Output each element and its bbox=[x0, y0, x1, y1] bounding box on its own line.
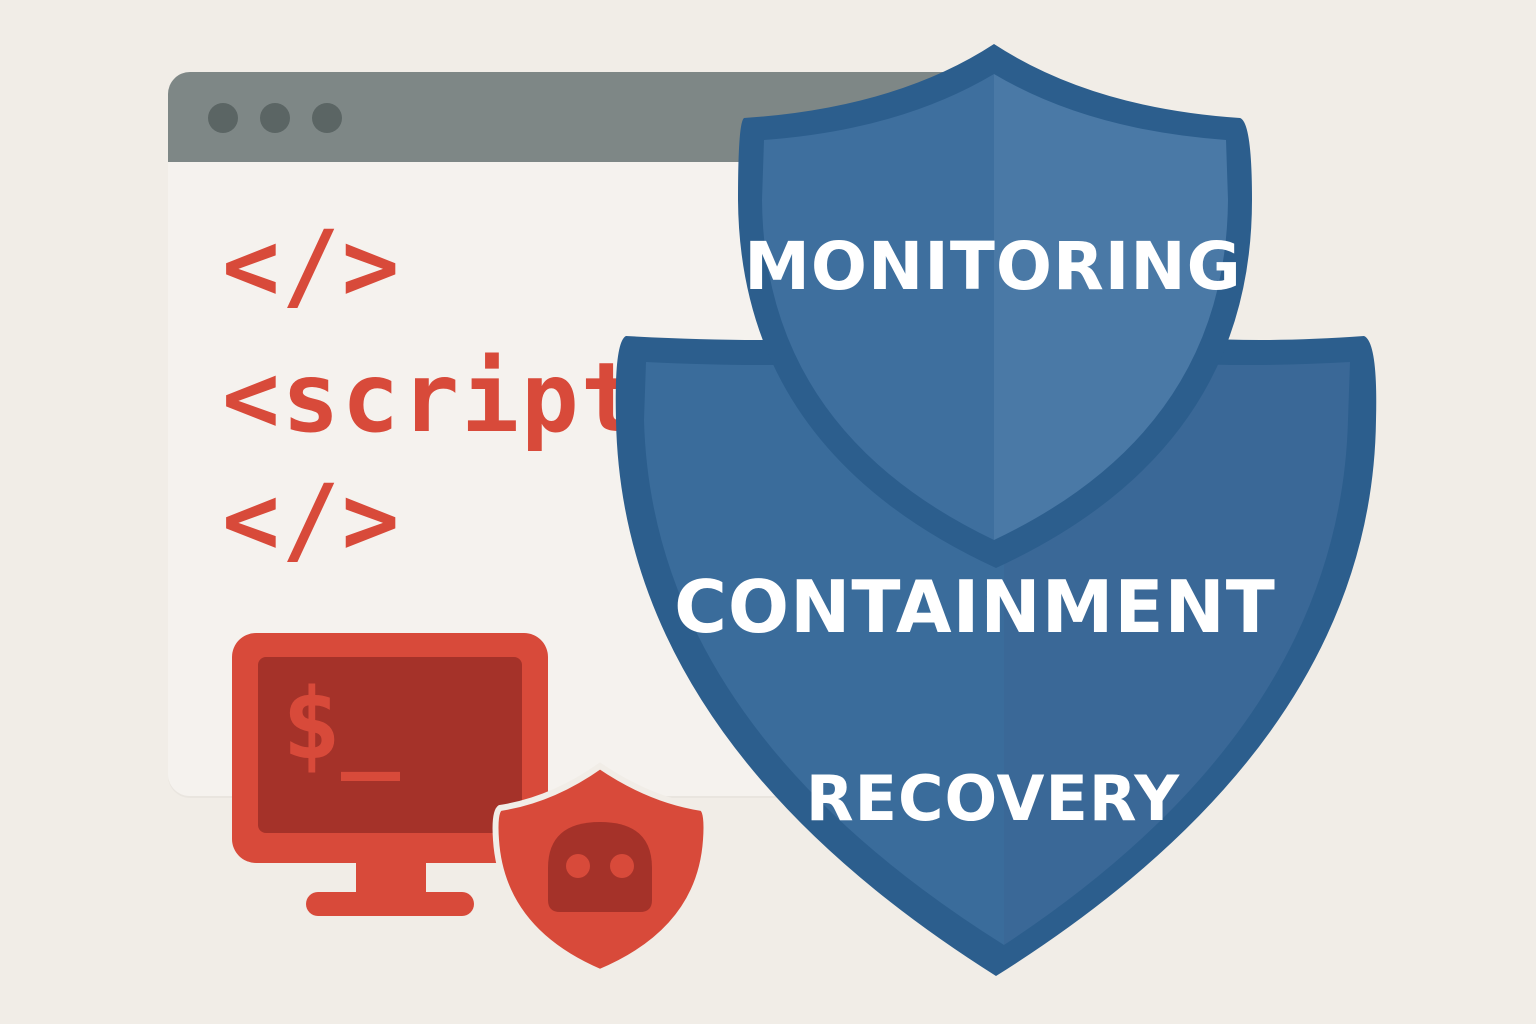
terminal-prompt: $_ bbox=[282, 668, 401, 782]
bot-shield-icon bbox=[492, 762, 710, 976]
recovery-label: RECOVERY bbox=[805, 762, 1181, 835]
computer-terminal-icon bbox=[232, 633, 548, 916]
window-dot-icon bbox=[208, 103, 238, 133]
monitoring-label: MONITORING bbox=[744, 228, 1242, 305]
window-dot-icon bbox=[260, 103, 290, 133]
script-tag-line: <script bbox=[222, 342, 641, 454]
containment-label: CONTAINMENT bbox=[674, 565, 1276, 649]
code-tag-line: </> bbox=[222, 464, 402, 576]
code-tag-line: </> bbox=[222, 210, 402, 322]
window-dot-icon bbox=[312, 103, 342, 133]
inner-shield-icon bbox=[738, 44, 1252, 568]
